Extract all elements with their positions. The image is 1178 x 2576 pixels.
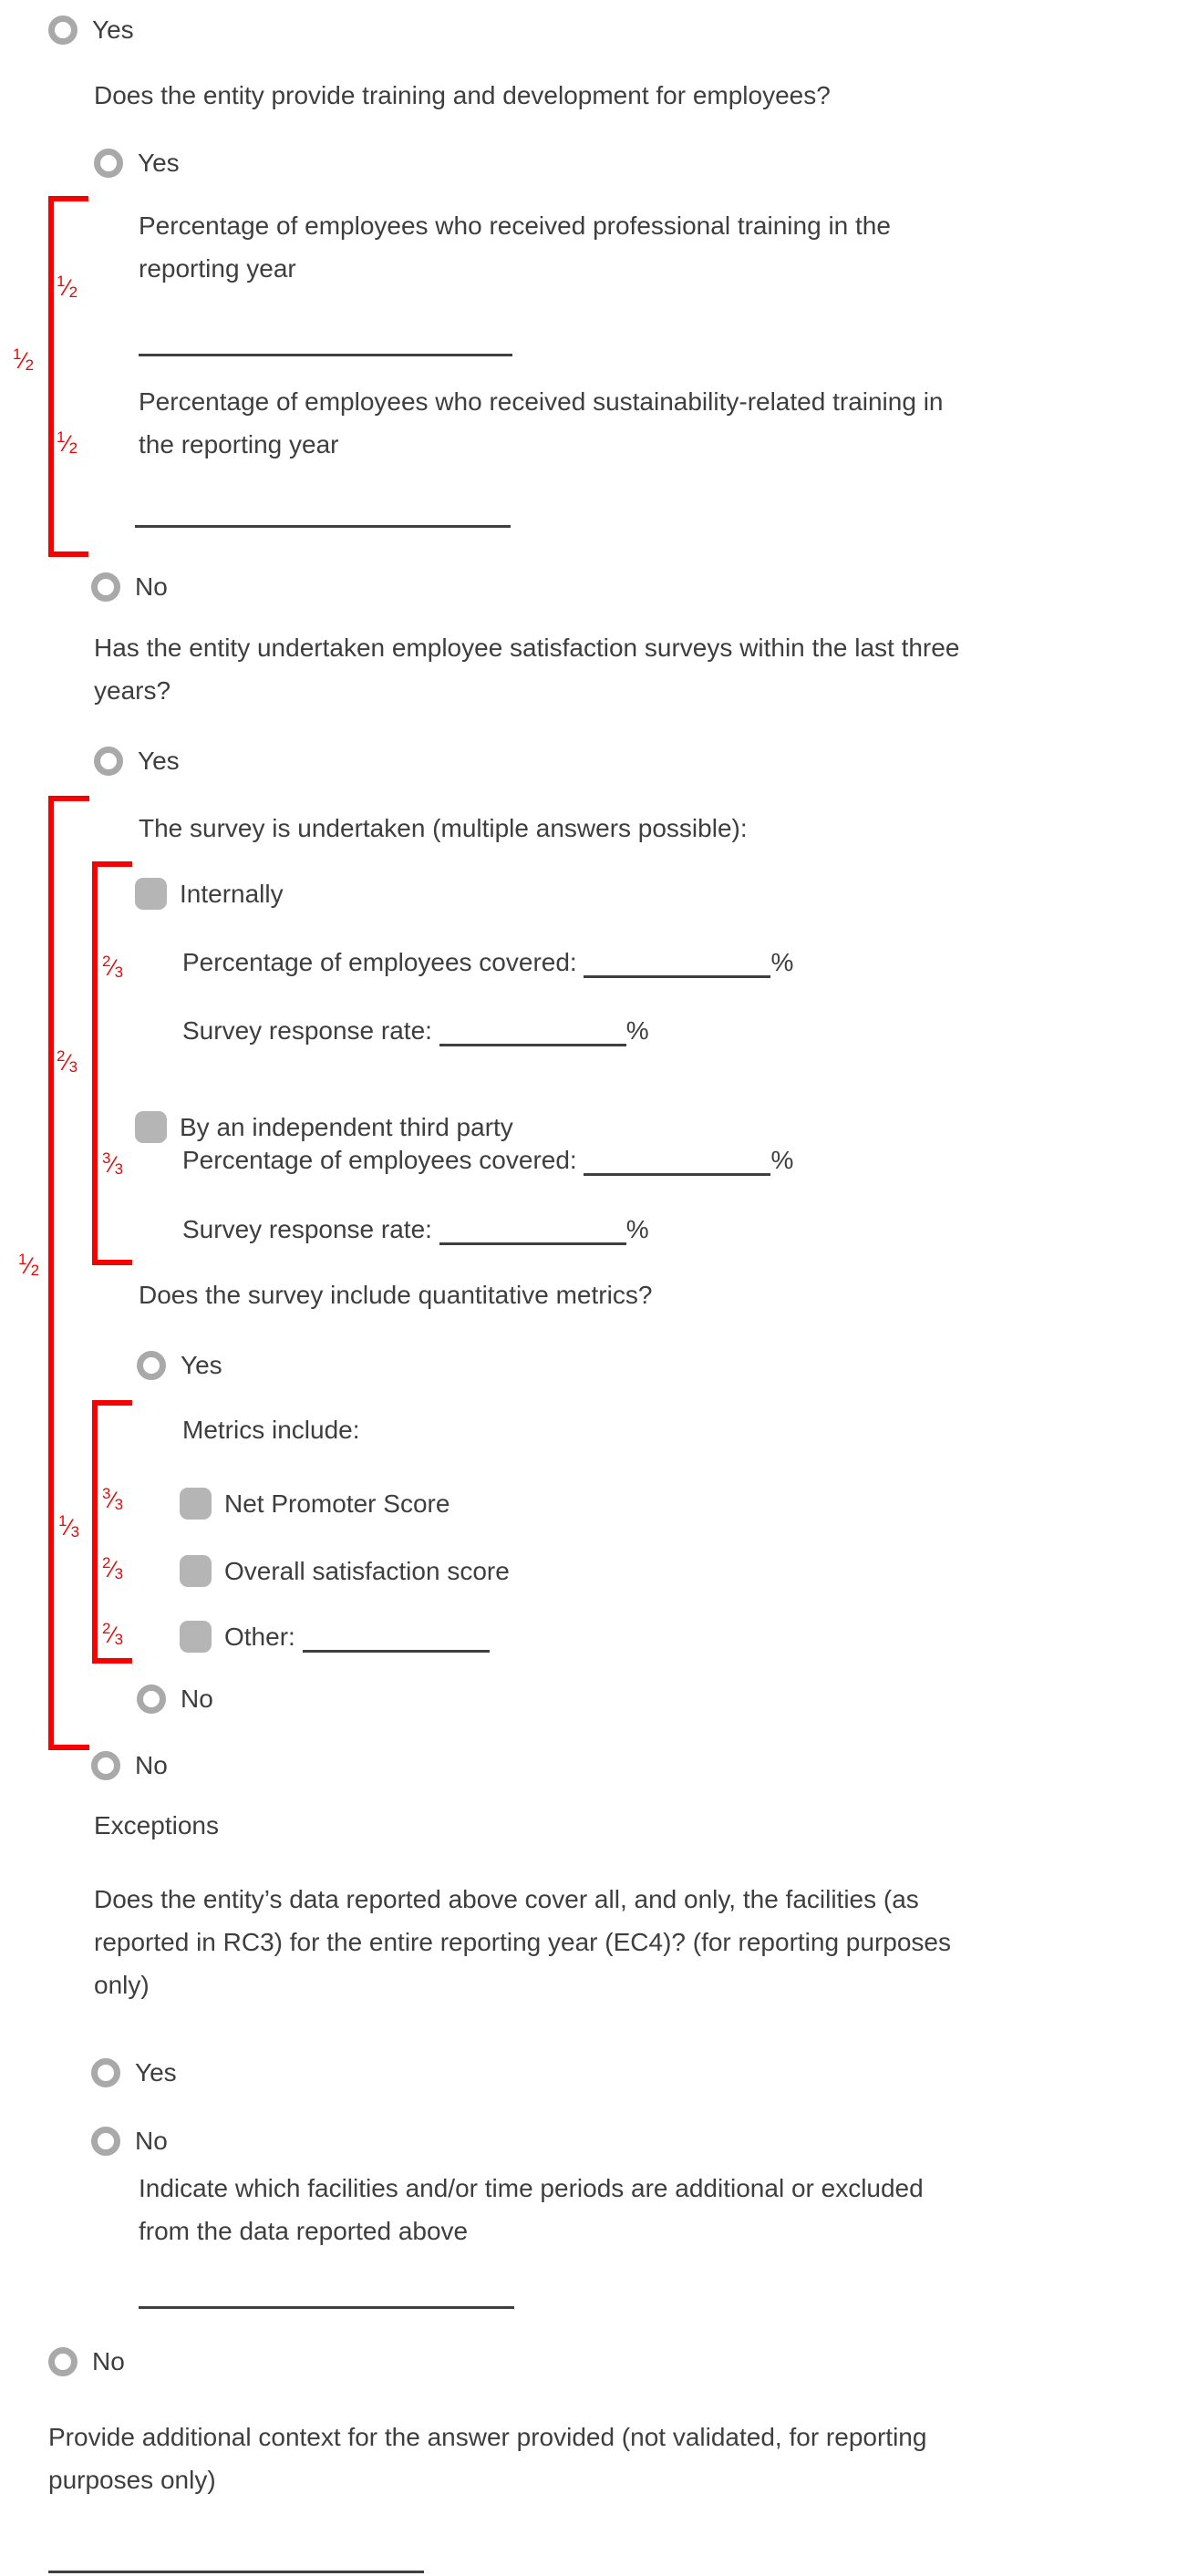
fraction-metrics-overall: 2⁄3 [102, 1554, 124, 1582]
validation-bracket-metrics [92, 1400, 132, 1664]
radio-button-icon[interactable] [91, 1750, 120, 1780]
radio-button-icon[interactable] [91, 572, 120, 602]
fraction-metrics-nps: 3⁄3 [102, 1485, 124, 1513]
radio-quant-no[interactable]: No [137, 1677, 213, 1720]
percent-sign: % [625, 1016, 649, 1045]
radio-exceptions-yes[interactable]: Yes [91, 2051, 177, 2094]
checkbox-nps[interactable]: Net Promoter Score [180, 1482, 450, 1525]
input-other-metric[interactable] [302, 1641, 490, 1653]
field-label: Percentage of employees covered: [182, 948, 577, 976]
question-exceptions: Does the entity’s data reported above co… [94, 1885, 951, 1999]
field-label: Survey response rate: [182, 1215, 432, 1243]
percent-sign: % [770, 1146, 794, 1174]
fraction-training-field1: 1⁄2 [57, 273, 78, 301]
radio-quant-yes[interactable]: Yes [137, 1344, 222, 1386]
fraction-undertaken-field2: 3⁄3 [102, 1149, 124, 1178]
field-response-rate-thirdparty: Survey response rate: % [182, 1208, 649, 1251]
label-professional-training: Percentage of employees who received pro… [139, 211, 891, 283]
input-response-rate-thirdparty[interactable] [439, 1233, 626, 1245]
question-survey-undertaken: The survey is undertaken (multiple answe… [139, 814, 748, 842]
heading-exceptions: Exceptions [94, 1811, 219, 1839]
checkbox-label: Net Promoter Score [224, 1489, 450, 1518]
radio-label: No [135, 1751, 168, 1779]
checkbox-icon[interactable] [180, 1621, 212, 1653]
radio-label: No [135, 2127, 168, 2155]
radio-label: Yes [181, 1351, 222, 1379]
radio-label: No [135, 572, 168, 601]
field-label: Percentage of employees covered: [182, 1146, 577, 1174]
field-label: Survey response rate: [182, 1016, 432, 1045]
input-response-rate-internal[interactable] [439, 1035, 626, 1046]
field-response-rate-internal: Survey response rate: % [182, 1009, 649, 1052]
checkbox-label: By an independent third party [180, 1113, 513, 1141]
field-pct-covered-thirdparty: Percentage of employees covered: % [182, 1139, 793, 1181]
checkbox-other[interactable]: Other: [180, 1615, 490, 1658]
percent-sign: % [770, 948, 794, 976]
radio-button-icon[interactable] [137, 1684, 166, 1714]
checkbox-label: Overall satisfaction score [224, 1557, 510, 1585]
question-satisfaction-survey: Has the entity undertaken employee satis… [94, 634, 960, 705]
checkbox-third-party[interactable]: By an independent third party [135, 1106, 513, 1149]
field-pct-covered-internal: Percentage of employees covered: % [182, 941, 793, 984]
label-sustainability-training: Percentage of employees who received sus… [139, 387, 944, 459]
radio-button-icon[interactable] [94, 148, 123, 178]
checkbox-icon[interactable] [180, 1488, 212, 1520]
question-quantitative-metrics: Does the survey include quantitative met… [139, 1281, 653, 1309]
label-additional-context: Provide additional context for the answe… [48, 2423, 927, 2494]
label-indicate-facilities: Indicate which facilities and/or time pe… [139, 2174, 924, 2245]
radio-label: Yes [135, 2058, 177, 2087]
input-indicate-facilities[interactable] [139, 2306, 514, 2309]
checkbox-label: Other: [224, 1623, 295, 1651]
radio-button-icon[interactable] [48, 15, 78, 45]
radio-training-yes[interactable]: Yes [94, 141, 180, 184]
checkbox-icon[interactable] [135, 1111, 167, 1143]
fraction-survey-bracket: 1⁄2 [18, 1251, 40, 1279]
validation-bracket-survey [48, 796, 89, 1750]
radio-button-icon[interactable] [91, 2126, 120, 2156]
checkbox-internally[interactable]: Internally [135, 872, 284, 915]
question-training: Does the entity provide training and dev… [94, 81, 831, 109]
radio-button-icon[interactable] [137, 1350, 166, 1380]
checkbox-icon[interactable] [135, 878, 167, 910]
label-metrics-include: Metrics include: [182, 1416, 360, 1444]
checkbox-icon[interactable] [180, 1555, 212, 1587]
radio-label: Yes [92, 15, 134, 44]
fraction-training-field2: 1⁄2 [57, 428, 78, 457]
input-pct-covered-internal[interactable] [584, 966, 771, 978]
radio-top-yes[interactable]: Yes [48, 8, 134, 51]
radio-button-icon[interactable] [48, 2346, 78, 2376]
validation-bracket-undertaken [92, 861, 132, 1265]
input-additional-context[interactable] [48, 2571, 424, 2573]
fraction-undertaken-bracket: 2⁄3 [57, 1047, 78, 1076]
radio-training-no[interactable]: No [91, 565, 168, 608]
input-professional-training-pct[interactable] [139, 354, 512, 356]
fraction-training-bracket: 1⁄2 [13, 345, 35, 374]
validation-bracket-training [48, 196, 88, 557]
radio-survey-yes[interactable]: Yes [94, 739, 180, 782]
input-pct-covered-thirdparty[interactable] [584, 1164, 771, 1176]
radio-button-icon[interactable] [91, 2057, 120, 2087]
percent-sign: % [625, 1215, 649, 1243]
checkbox-label-wrap: Other: [224, 1615, 490, 1658]
radio-label: No [92, 2347, 125, 2375]
fraction-metrics-bracket: 1⁄3 [58, 1512, 80, 1540]
radio-label: No [181, 1685, 213, 1713]
input-sustainability-training-pct[interactable] [135, 525, 511, 528]
radio-label: Yes [138, 747, 180, 775]
fraction-metrics-other: 2⁄3 [102, 1620, 124, 1648]
radio-survey-no[interactable]: No [91, 1744, 168, 1787]
checkbox-overall-satisfaction[interactable]: Overall satisfaction score [180, 1550, 510, 1592]
radio-exceptions-no[interactable]: No [91, 2119, 168, 2162]
radio-button-icon[interactable] [94, 746, 123, 776]
radio-bottom-no[interactable]: No [48, 2340, 125, 2383]
radio-label: Yes [138, 149, 180, 177]
checkbox-label: Internally [180, 880, 284, 908]
fraction-undertaken-field1: 2⁄3 [102, 953, 124, 981]
